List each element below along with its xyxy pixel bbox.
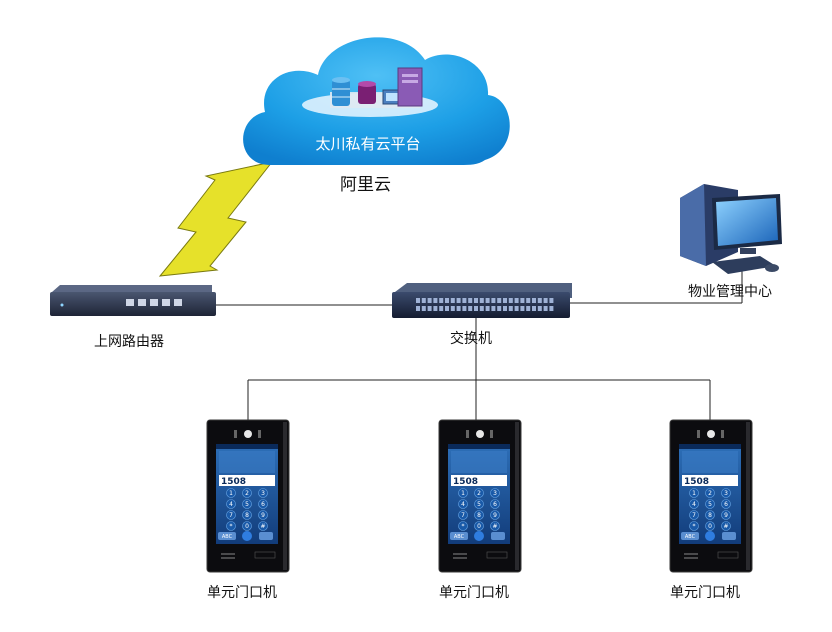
router-label: 上网路由器 xyxy=(94,334,164,350)
keypad-key: 6 xyxy=(493,501,497,508)
lightning-icon xyxy=(158,161,274,277)
switch-label: 交换机 xyxy=(450,331,492,347)
keypad-key: 1 xyxy=(461,490,465,497)
cloud-platform-label: 太川私有云平台 xyxy=(315,135,421,153)
door-station-icon: 1508 1 2 3 4 5 6 7 8 9 * 0 # ABC xyxy=(206,419,290,573)
keypad-key: 0 xyxy=(708,523,712,530)
server-tower-icon xyxy=(397,67,423,107)
keypad-key: 2 xyxy=(245,490,249,497)
keypad-key: 7 xyxy=(229,512,233,519)
router-icon xyxy=(50,285,216,316)
keypad-key: 2 xyxy=(477,490,481,497)
keypad-key: 5 xyxy=(708,501,712,508)
keypad-key: 7 xyxy=(461,512,465,519)
door-station-label: 单元门口机 xyxy=(207,585,277,601)
screen-number: 1508 xyxy=(453,477,478,487)
keypad-key: 1 xyxy=(229,490,233,497)
keypad-key: * xyxy=(462,523,465,530)
keypad-key: 7 xyxy=(692,512,696,519)
screen-number: 1508 xyxy=(221,477,246,487)
keypad-key: # xyxy=(492,523,497,530)
keypad-key: 8 xyxy=(477,512,481,519)
door-station-icon: 1508 1 2 3 4 5 6 7 8 9 * 0 # ABC xyxy=(438,419,522,573)
keypad-key: 8 xyxy=(245,512,249,519)
connection-lines xyxy=(215,262,743,420)
screen-button-label: ABC xyxy=(222,534,233,540)
switch-icon xyxy=(392,283,572,318)
keypad-key: * xyxy=(693,523,696,530)
keypad-key: 5 xyxy=(477,501,481,508)
keypad-key: # xyxy=(723,523,728,530)
keypad-key: 6 xyxy=(261,501,265,508)
cloud-icon xyxy=(243,37,510,165)
keypad-key: 8 xyxy=(708,512,712,519)
keypad-key: 9 xyxy=(724,512,728,519)
keypad-key: 4 xyxy=(461,501,465,508)
door-station-label: 单元门口机 xyxy=(439,585,509,601)
keypad-key: 9 xyxy=(493,512,497,519)
database-icon xyxy=(332,77,350,106)
keypad-key: 3 xyxy=(261,490,265,497)
storage-icon xyxy=(358,81,376,104)
keypad-key: 5 xyxy=(245,501,249,508)
keypad-key: 3 xyxy=(724,490,728,497)
keypad-key: 2 xyxy=(708,490,712,497)
pc-label: 物业管理中心 xyxy=(688,284,772,300)
keypad-key: 0 xyxy=(477,523,481,530)
screen-button-label: ABC xyxy=(454,534,465,540)
keypad-key: 1 xyxy=(692,490,696,497)
keypad-key: 6 xyxy=(724,501,728,508)
door-station-icon: 1508 1 2 3 4 5 6 7 8 9 * 0 # ABC xyxy=(669,419,753,573)
screen-button-label: ABC xyxy=(685,534,696,540)
keypad-key: 4 xyxy=(692,501,696,508)
computer-icon xyxy=(680,184,782,274)
keypad-key: 3 xyxy=(493,490,497,497)
cloud-provider-label: 阿里云 xyxy=(340,175,391,195)
keypad-key: * xyxy=(230,523,233,530)
door-station-label: 单元门口机 xyxy=(670,585,740,601)
keypad-key: 4 xyxy=(229,501,233,508)
screen-number: 1508 xyxy=(684,477,709,487)
keypad-key: 0 xyxy=(245,523,249,530)
keypad-key: # xyxy=(260,523,265,530)
keypad-key: 9 xyxy=(261,512,265,519)
